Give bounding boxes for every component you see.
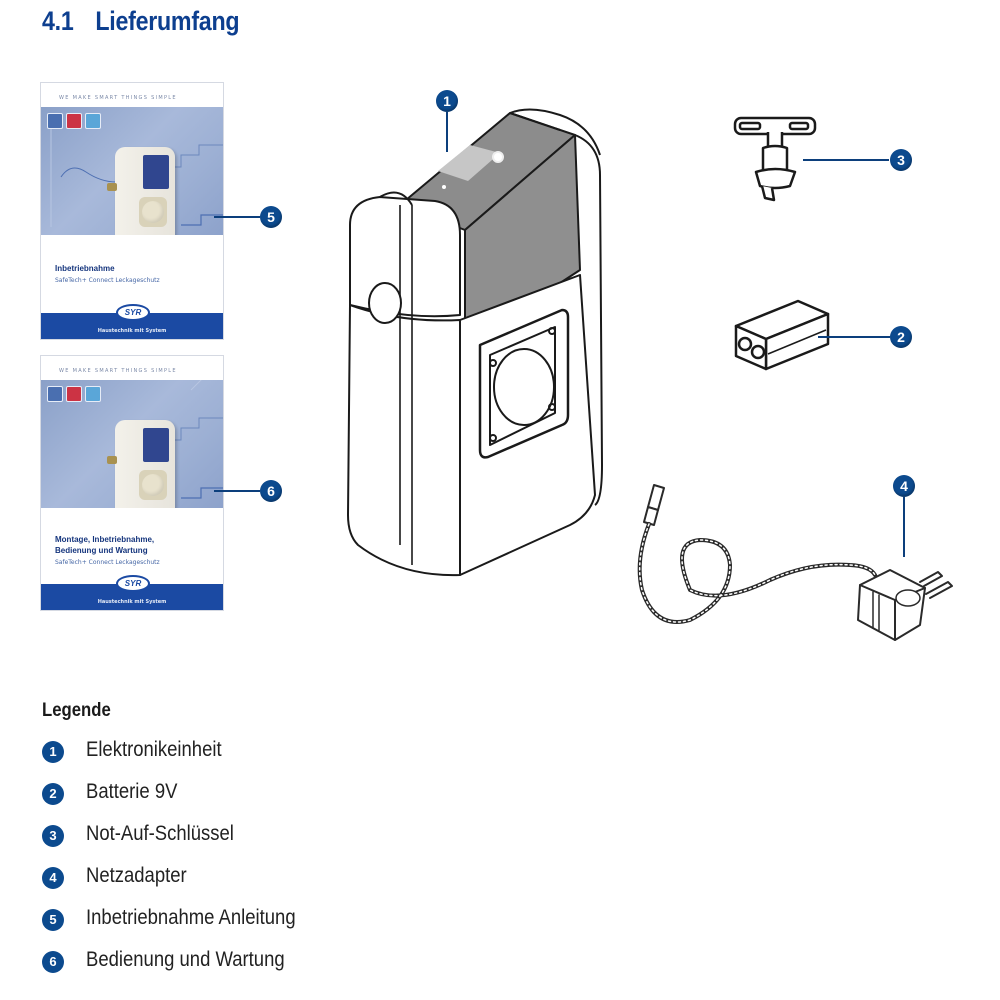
- manual-cover-bedienung-wartung: WE MAKE SMART THINGS SIMPLE Montage, Inb…: [40, 355, 224, 611]
- manual-cover-inbetriebnahme: WE MAKE SMART THINGS SIMPLE Inbetriebnah…: [40, 82, 224, 340]
- device-photo: [107, 147, 175, 235]
- legend-number-badge: 6: [42, 951, 64, 973]
- section-number: 4.1: [42, 6, 74, 36]
- device-photo: [107, 420, 175, 508]
- section-title: 4.1 Lieferumfang: [42, 6, 240, 37]
- legend-number-badge: 4: [42, 867, 64, 889]
- syr-logo: SYR: [116, 575, 150, 592]
- legend-number-badge: 2: [42, 783, 64, 805]
- manual-feature-icons: [47, 386, 101, 402]
- water-drop-icon: [85, 113, 101, 129]
- manual-hero-image: [41, 107, 223, 235]
- manual-feature-icons: [47, 113, 101, 129]
- manual-tagline: Haustechnik mit System: [97, 328, 167, 334]
- manual-tagline: Haustechnik mit System: [97, 599, 167, 605]
- callout-line-2: [818, 336, 890, 338]
- callout-badge-3: 3: [890, 149, 912, 171]
- legend-label: Not-Auf-Schlüssel: [86, 822, 234, 845]
- callout-badge-4: 4: [893, 475, 915, 497]
- legend-label: Bedienung und Wartung: [86, 948, 285, 971]
- legend-number-badge: 1: [42, 741, 64, 763]
- pipe-lines-graphic: [161, 380, 223, 499]
- app-icon: [66, 113, 82, 129]
- power-adapter-illustration: [637, 484, 953, 641]
- legend-number-badge: 5: [42, 909, 64, 931]
- manual-slogan: WE MAKE SMART THINGS SIMPLE: [59, 95, 177, 101]
- callout-line-6: [214, 490, 260, 492]
- water-drop-icon: [85, 386, 101, 402]
- legend-label: Batterie 9V: [86, 780, 178, 803]
- manual-heading: Inbetriebnahme: [55, 264, 115, 273]
- callout-badge-5: 5: [260, 206, 282, 228]
- app-icon: [66, 386, 82, 402]
- callout-line-3: [803, 159, 889, 161]
- manual-heading-line-1: Montage, Inbetriebnahme,: [55, 535, 155, 544]
- callout-line-4: [903, 497, 905, 557]
- callout-line-1: [446, 112, 448, 152]
- callout-badge-6: 6: [260, 480, 282, 502]
- legend-label: Inbetriebnahme Anleitung: [86, 906, 296, 929]
- section-title-text: Lieferumfang: [95, 6, 240, 36]
- connectivity-icon: [47, 113, 63, 129]
- legend-number-badge: 3: [42, 825, 64, 847]
- callout-line-5: [214, 216, 260, 218]
- pipe-lines-graphic: [50, 127, 223, 227]
- callout-badge-1: 1: [436, 90, 458, 112]
- legend-label: Elektronikeinheit: [86, 738, 222, 761]
- battery-9v-illustration: [734, 299, 830, 371]
- legend-title: Legende: [42, 700, 111, 721]
- manual-heading-line-2: Bedienung und Wartung: [55, 546, 148, 555]
- manual-hero-image: [41, 380, 223, 508]
- electronics-unit-illustration: [347, 108, 603, 577]
- manual-subtitle: SafeTech+ Connect Leckageschutz: [55, 277, 160, 284]
- emergency-key-illustration: [733, 116, 817, 202]
- syr-logo: SYR: [116, 304, 150, 321]
- connectivity-icon: [47, 386, 63, 402]
- legend-label: Netzadapter: [86, 864, 187, 887]
- manual-subtitle: SafeTech+ Connect Leckageschutz: [55, 559, 160, 566]
- manual-slogan: WE MAKE SMART THINGS SIMPLE: [59, 368, 177, 374]
- callout-badge-2: 2: [890, 326, 912, 348]
